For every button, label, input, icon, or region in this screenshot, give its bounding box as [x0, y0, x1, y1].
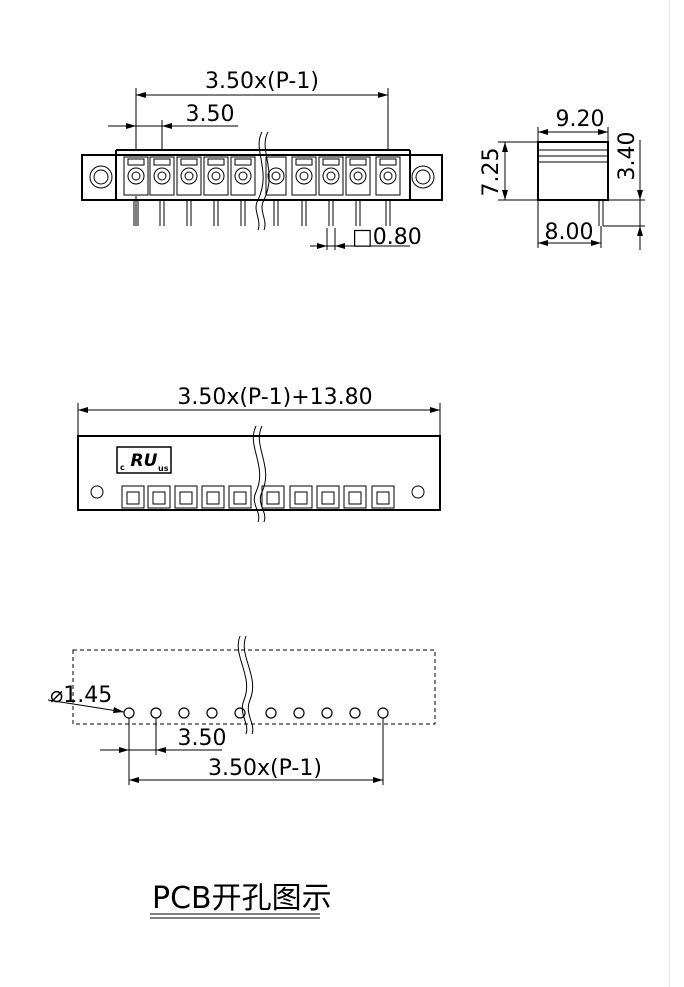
label-pcb-pitch: 3.50 — [178, 726, 227, 751]
break-line — [252, 425, 261, 523]
pcb-hole — [321, 707, 333, 719]
label-side-top: 3.40 — [615, 132, 640, 181]
terminal-cell — [149, 156, 175, 226]
front-view: 3.50x(P-1)+13.80 RU c us — [77, 385, 441, 523]
section-title: PCB开孔图示 — [152, 881, 332, 916]
terminal-cell — [230, 156, 256, 226]
socket — [343, 485, 367, 509]
terminal-cell — [318, 156, 344, 226]
label-side-width: 9.20 — [556, 107, 605, 132]
socket — [289, 485, 313, 509]
terminal-cells — [123, 156, 401, 226]
pcb-hole — [123, 707, 135, 719]
svg-text:us: us — [158, 464, 169, 473]
terminal-cell — [176, 156, 202, 226]
terminal-cell — [345, 156, 371, 226]
pcb-hole — [293, 707, 305, 719]
label-pcb-pitch-total: 3.50x(P-1) — [208, 756, 322, 781]
front-hole-right — [411, 485, 425, 499]
mount-hole-right — [411, 165, 435, 189]
pcb-hole-view: ⌀1.45 3.50 3.50x(P-1) — [47, 635, 436, 785]
terminal-cell — [291, 156, 317, 226]
pcb-hole — [377, 707, 389, 719]
label-front-length: 3.50x(P-1)+13.80 — [177, 385, 372, 410]
socket — [201, 485, 225, 509]
section-title-group: PCB开孔图示 — [150, 881, 332, 919]
socket — [228, 485, 252, 509]
pcb-outline — [72, 649, 436, 725]
terminal-cell — [203, 156, 229, 226]
socket — [147, 485, 171, 509]
label-hole-diameter: ⌀1.45 — [50, 683, 112, 708]
pcb-hole — [206, 707, 218, 719]
break-line — [255, 131, 264, 231]
label-top-pitch-total: 3.50x(P-1) — [205, 69, 319, 94]
terminal-cell — [375, 156, 401, 226]
pcb-holes — [123, 707, 389, 719]
terminal-cell — [123, 156, 149, 226]
socket — [261, 485, 285, 509]
break-line — [237, 635, 248, 735]
label-pin-size: □0.80 — [352, 225, 422, 250]
label-top-pitch: 3.50 — [186, 102, 235, 127]
side-body-outline — [537, 141, 609, 201]
svg-text:c: c — [120, 463, 125, 472]
front-sockets — [121, 485, 395, 509]
pcb-hole — [349, 707, 361, 719]
front-hole-left — [90, 485, 104, 499]
top-body-outline — [81, 154, 443, 201]
socket — [174, 485, 198, 509]
top-view: 3.50x(P-1) 3.50 — [81, 69, 443, 250]
pcb-hole — [178, 707, 190, 719]
svg-text:RU: RU — [131, 451, 158, 471]
terminal-cell — [265, 156, 287, 226]
pcb-hole — [150, 707, 162, 719]
label-side-height: 7.25 — [479, 148, 504, 197]
socket — [316, 485, 340, 509]
ul-logo: RU c us — [116, 446, 172, 474]
side-view: 9.20 7.25 3.40 8.00 — [479, 107, 645, 250]
label-side-depth: 8.00 — [545, 220, 594, 245]
socket — [371, 485, 395, 509]
pcb-hole — [265, 707, 277, 719]
mount-hole-left — [89, 165, 113, 189]
socket — [121, 485, 145, 509]
